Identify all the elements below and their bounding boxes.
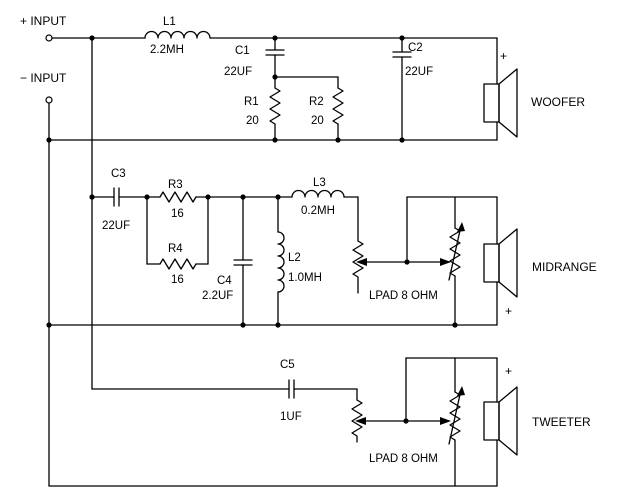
capacitor-c4 xyxy=(233,259,253,266)
woofer-speaker xyxy=(483,68,518,138)
resistor-r2 xyxy=(332,87,344,125)
inductor-l1 xyxy=(144,30,211,39)
plus-input-label: + INPUT xyxy=(20,14,67,28)
c1-value: 22UF xyxy=(224,66,252,78)
capacitor-c5 xyxy=(288,379,295,399)
r2-ref: R2 xyxy=(309,96,324,108)
midrange-plus: + xyxy=(505,304,512,318)
l3-value: 0.2MH xyxy=(301,205,335,217)
tweeter-label: TWEETER xyxy=(532,415,591,429)
capacitor-c3 xyxy=(113,187,120,207)
tweeter-speaker xyxy=(483,386,518,456)
woofer-plus: + xyxy=(500,49,507,63)
l1-value: 2.2MH xyxy=(150,44,184,56)
r2-value: 20 xyxy=(311,115,324,127)
c4-ref: C4 xyxy=(217,275,232,287)
c3-ref: C3 xyxy=(111,168,126,180)
capacitor-c1 xyxy=(265,49,285,56)
midrange-section: C3 22UF R3 16 R4 16 C4 2.2UF L2 1.0MH xyxy=(48,168,597,326)
tweeter-section: C5 1UF LPAD 8 OHM + TWEETER xyxy=(48,357,591,487)
c4-value: 2.2UF xyxy=(202,290,233,302)
r1-value: 20 xyxy=(246,115,259,127)
c5-value: 1UF xyxy=(280,411,302,423)
r4-value: 16 xyxy=(171,274,184,286)
lpad-mid-label: LPAD 8 OHM xyxy=(369,290,438,302)
c2-value: 22UF xyxy=(405,66,433,78)
woofer-section: L1 2.2MH C1 22UF R1 20 R2 20 C2 xyxy=(48,16,585,141)
c2-ref: C2 xyxy=(408,42,423,54)
c1-ref: C1 xyxy=(235,45,250,57)
midrange-label: MIDRANGE xyxy=(532,260,597,274)
junction-dots xyxy=(46,35,458,328)
c3-value: 22UF xyxy=(102,220,130,232)
woofer-label: WOOFER xyxy=(531,95,585,109)
r3-ref: R3 xyxy=(168,179,183,191)
plus-input-terminal: + INPUT xyxy=(20,14,67,42)
r3-value: 16 xyxy=(171,208,184,220)
inductor-l2 xyxy=(277,231,285,293)
inductor-l3 xyxy=(291,189,345,198)
l2-value: 1.0MH xyxy=(288,272,322,284)
midrange-speaker xyxy=(483,228,518,298)
lpad-tweeter-label: LPAD 8 OHM xyxy=(369,453,438,465)
resistor-r3 xyxy=(159,191,197,203)
r4-ref: R4 xyxy=(168,243,183,255)
c5-ref: C5 xyxy=(280,359,295,371)
lpad-midrange xyxy=(352,222,465,326)
tweeter-plus: + xyxy=(505,364,512,378)
resistor-r4 xyxy=(159,258,197,270)
minus-input-terminal: − INPUT xyxy=(20,71,67,104)
l2-ref: L2 xyxy=(288,252,301,264)
l3-ref: L3 xyxy=(313,177,326,189)
r1-ref: R1 xyxy=(244,96,259,108)
resistor-r1 xyxy=(269,87,281,125)
lpad-tweeter xyxy=(351,386,465,487)
minus-input-label: − INPUT xyxy=(20,71,67,85)
l1-ref: L1 xyxy=(163,16,176,28)
